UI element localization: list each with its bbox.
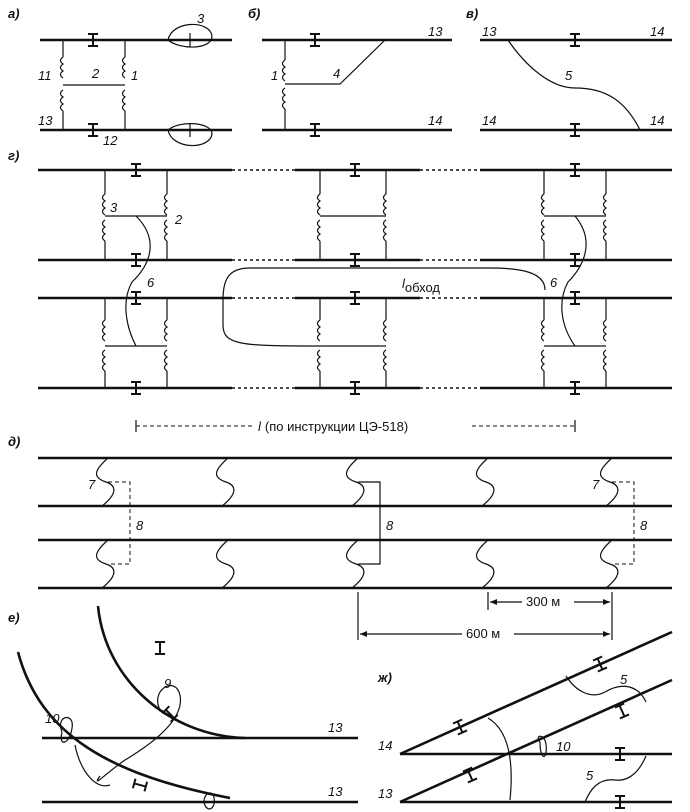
choke-transformer: [121, 89, 126, 112]
instruction-annotation: l(по инструкции ЦЭ-518): [258, 419, 408, 434]
label-13: 13: [378, 786, 393, 801]
panel-zh: ж) 14 13 5 10 5: [377, 630, 673, 809]
label-14: 14: [482, 113, 496, 128]
bypass-sub: обход: [405, 280, 441, 295]
label-7: 7: [88, 477, 96, 492]
instruction-l: l: [258, 419, 262, 434]
choke-transformer: [281, 59, 286, 82]
inter-track-connector: [125, 215, 151, 347]
label-3: 3: [197, 11, 205, 26]
insulated-joint: [154, 641, 166, 655]
distance-300-label: 300 м: [526, 594, 560, 609]
panel-d: д) 7 8 8 7 8 300: [8, 434, 672, 641]
choke-transformer: [281, 87, 286, 110]
label-9: 9: [164, 676, 171, 691]
choke-group: [316, 298, 387, 388]
label-8: 8: [640, 518, 648, 533]
section-a-label: а): [8, 6, 20, 21]
label-11: 11: [38, 68, 52, 83]
label-14: 14: [378, 738, 392, 753]
section-d-label: д): [8, 434, 20, 449]
section-g-label: г): [8, 148, 19, 163]
bypass-annotation: lобход: [402, 276, 440, 295]
panel-v: в) 13 14 5 14 14: [466, 6, 672, 137]
label-14: 14: [650, 113, 664, 128]
choke-transformer: [121, 56, 126, 79]
label-1: 1: [271, 68, 278, 83]
choke-group: [316, 170, 387, 260]
label-8: 8: [136, 518, 144, 533]
cross-connector: [507, 39, 641, 131]
label-5: 5: [565, 68, 573, 83]
label-6: 6: [147, 275, 155, 290]
bypass-loop: [222, 267, 546, 347]
label-7: 7: [592, 477, 600, 492]
label-8: 8: [386, 518, 394, 533]
label-2: 2: [174, 212, 183, 227]
bypass-l: l: [402, 276, 406, 291]
label-1: 1: [131, 68, 138, 83]
section-e-label: е): [8, 610, 20, 625]
label-14: 14: [650, 24, 664, 39]
rail-jumper: [537, 735, 547, 758]
connector-9: [96, 684, 181, 782]
bond-wire: [487, 717, 512, 801]
instruction-text: (по инструкции ЦЭ-518): [265, 419, 408, 434]
distance-600-label: 600 м: [466, 626, 500, 641]
curved-rail: [16, 651, 231, 800]
panel-a: а) 3 11 2 1 13 12: [8, 6, 232, 148]
label-13: 13: [38, 113, 53, 128]
inter-track-connector: [358, 481, 381, 565]
label-10: 10: [556, 739, 571, 754]
label-12: 12: [103, 133, 118, 148]
section-v-label: в): [466, 6, 478, 21]
choke-group: [540, 298, 607, 388]
label-4: 4: [333, 66, 340, 81]
curved-rail: [96, 605, 246, 740]
choke-group: [101, 170, 168, 260]
label-13: 13: [328, 784, 343, 799]
inter-track-connector: [561, 215, 587, 347]
label-13: 13: [482, 24, 497, 39]
panel-b: б) 1 4 13 14: [248, 6, 452, 137]
section-b-label: б): [248, 6, 260, 21]
label-13: 13: [328, 720, 343, 735]
label-10: 10: [45, 711, 60, 726]
label-5: 5: [620, 672, 628, 687]
inter-track-connector: [108, 481, 131, 565]
panel-e: е) 9 10 13 13: [8, 605, 358, 810]
panel-g: г): [8, 148, 672, 434]
choke-transformer: [59, 89, 64, 112]
rail-jumper: [59, 717, 73, 743]
label-2: 2: [91, 66, 100, 81]
label-5: 5: [586, 768, 594, 783]
diagonal-rail: [399, 678, 673, 804]
choke-group: [540, 170, 607, 260]
label-14: 14: [428, 113, 442, 128]
label-6: 6: [550, 275, 558, 290]
label-3: 3: [110, 200, 118, 215]
choke-transformer: [59, 56, 64, 79]
section-zh-label: ж): [377, 670, 392, 685]
inter-track-connector: [612, 481, 635, 565]
jumper-connector: [285, 39, 386, 85]
cross-connector: [565, 675, 647, 703]
diagonal-rail: [399, 630, 673, 756]
rail-jumper: [167, 23, 213, 48]
cross-connector: [584, 755, 647, 803]
rail-jumper: [167, 123, 213, 147]
label-13: 13: [428, 24, 443, 39]
